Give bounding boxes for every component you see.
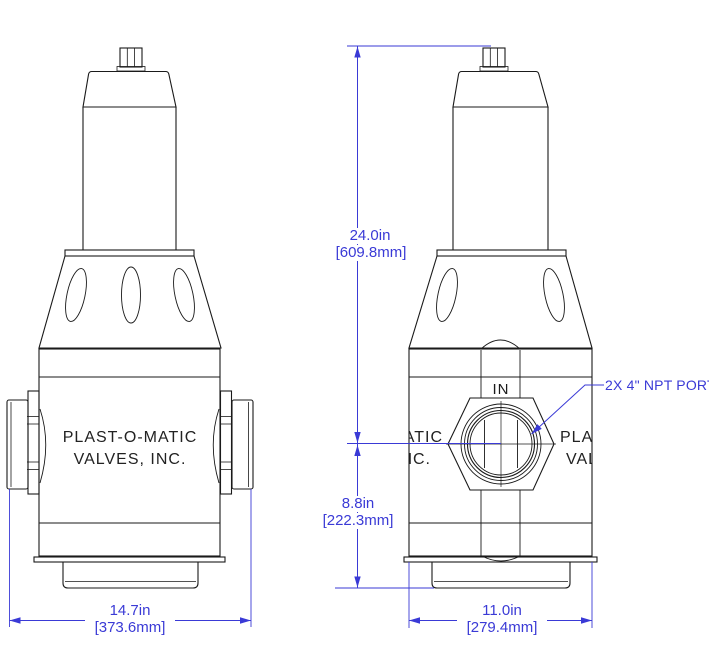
engraving-company-line2: VALVES, INC. (73, 451, 187, 468)
bell-flange (64, 249, 195, 257)
dim-inlet-center-height-mm: [222.3mm] (312, 513, 404, 529)
right-port-union (212, 390, 254, 495)
bottom-cap (62, 562, 199, 589)
dimension-annotations (9, 45, 604, 628)
valve-body (408, 348, 593, 557)
side-view (6, 47, 254, 589)
bell-flange (436, 249, 567, 257)
bell-skirt (408, 255, 593, 349)
hex-inlet-port (446, 397, 556, 491)
engraving-fragment-left-line2: VALVES, INC. (409, 451, 431, 468)
dim-body-width-in: 11.0in (472, 603, 532, 619)
bell-slots (436, 268, 565, 322)
adjusting-bolt (479, 47, 509, 72)
spring-cylinder (82, 107, 177, 250)
bottom-cap (431, 562, 571, 589)
npt-ports-leader (531, 384, 604, 435)
front-view (403, 47, 598, 589)
engraving-fragment-right-line2: VALVES, INC. (566, 451, 592, 468)
bell-slots (65, 266, 195, 324)
dim-body-width-mm: [279.4mm] (457, 620, 547, 636)
dimension-overall-height (347, 45, 491, 443)
bottom-lip (403, 556, 598, 563)
housing-cap (82, 70, 177, 108)
port-crosshair (446, 401, 556, 487)
dim-side-overall-width-mm: [373.6mm] (85, 620, 175, 636)
bottom-lip (33, 556, 226, 563)
spring-cylinder (452, 107, 549, 250)
dim-inlet-center-height-in: 8.8in (332, 496, 384, 512)
dim-side-overall-width-in: 14.7in (100, 603, 160, 619)
engraving-fragment-right-line1: PLAST-O-MATIC (560, 429, 592, 446)
engraving-company-line1: PLAST-O-MATIC (62, 429, 198, 446)
bell-skirt (38, 255, 222, 349)
housing-cap (452, 70, 549, 108)
inlet-boss (480, 339, 521, 562)
npt-ports-callout: 2X 4" NPT PORTS (605, 377, 709, 393)
adjusting-bolt (116, 47, 146, 72)
dim-overall-height-in: 24.0in (330, 228, 410, 244)
dim-overall-height-mm: [609.8mm] (326, 245, 416, 261)
engraving-fragment-left-line1: PLAST-O-MATIC (409, 429, 443, 446)
inlet-direction-label: IN (492, 381, 510, 398)
left-port-union (6, 390, 47, 495)
